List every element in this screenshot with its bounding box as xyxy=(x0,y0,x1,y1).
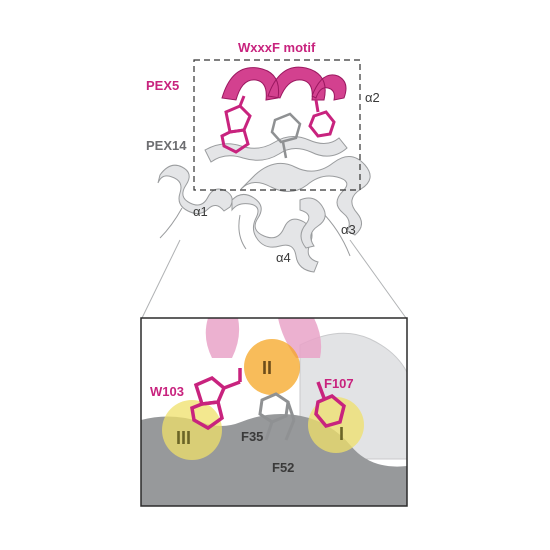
ribbon-structure: WxxxF motif PEX5 PEX14 α1 α2 α3 α4 xyxy=(146,40,380,273)
f107-side-chain xyxy=(314,381,346,428)
pex14-side-chain xyxy=(270,112,302,159)
pocket-iii-label: III xyxy=(176,428,191,448)
pocket-iii xyxy=(162,400,222,460)
pocket-ii xyxy=(244,339,300,395)
zoom-projection-lines xyxy=(141,239,407,319)
surface-zoom-panel: II III I W103 F107 F35 F52 xyxy=(140,317,408,507)
f107-side-chain-top xyxy=(308,99,336,138)
w103-label: W103 xyxy=(150,384,184,399)
f35-f52-side-chains xyxy=(258,392,296,441)
pex14-helix-alpha3 xyxy=(299,197,326,249)
pocket-ii-label: II xyxy=(262,358,272,378)
pex5-label: PEX5 xyxy=(146,78,179,93)
pocket-i xyxy=(308,397,364,453)
pex14-helix-alpha2 xyxy=(240,156,371,236)
zoom-panel-frame xyxy=(140,317,408,507)
pocket-i-label: I xyxy=(339,424,344,444)
pex14-helix-upper xyxy=(204,136,348,163)
motif-label: WxxxF motif xyxy=(238,40,316,55)
zoom-region-box xyxy=(193,59,361,191)
alpha2-label: α2 xyxy=(365,90,380,105)
w103-side-chain xyxy=(190,368,242,431)
alpha4-label: α4 xyxy=(276,250,291,265)
pex14-label: PEX14 xyxy=(146,138,187,153)
f35-label: F35 xyxy=(241,429,263,444)
w103-side-chain-top xyxy=(220,95,252,154)
f107-label: F107 xyxy=(324,376,354,391)
alpha1-label: α1 xyxy=(193,204,208,219)
alpha3-label: α3 xyxy=(341,222,356,237)
pex5-ribbon xyxy=(220,66,347,154)
pex5-helix xyxy=(221,66,347,101)
pex14-helix-alpha4 xyxy=(231,194,319,273)
pex14-ribbon xyxy=(157,136,371,273)
f52-label: F52 xyxy=(272,460,294,475)
